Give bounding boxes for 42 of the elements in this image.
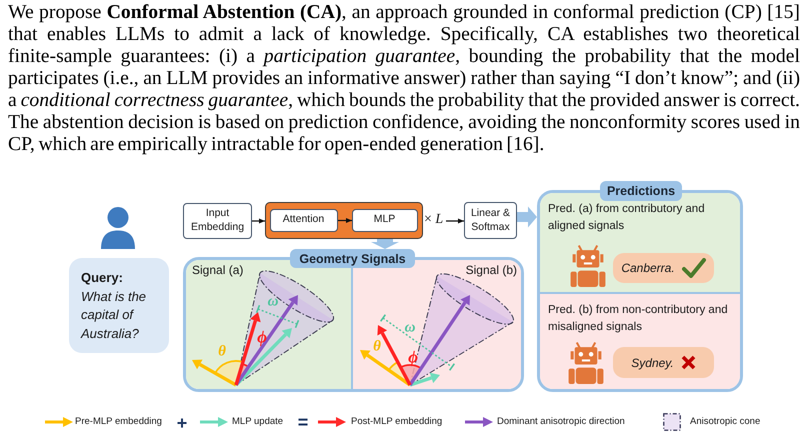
plus-sign: +	[176, 414, 188, 432]
block-label: Linear & Softmax	[470, 206, 512, 234]
card-heading: Query:	[81, 269, 124, 287]
section-title: Geometry Signals	[290, 249, 415, 268]
block-label: MLP	[374, 213, 396, 227]
legend-label: Pre-MLP embedding	[75, 416, 162, 428]
process-box	[270, 208, 338, 232]
section-title: Predictions	[600, 181, 682, 201]
repeat-label: × L	[424, 211, 444, 229]
answer-bubble	[613, 253, 714, 283]
equals-sign: =	[298, 413, 308, 431]
arrow	[252, 218, 265, 224]
panel-text: Pred. (a) from contributory and aligned signals	[548, 202, 706, 234]
block-label: Input Embedding	[190, 207, 246, 235]
legend-label: Post-MLP embedding	[351, 416, 442, 428]
legend-label: Anisotropic cone	[690, 416, 760, 428]
math-symbol: θ	[218, 344, 226, 360]
answer-text: Canberra.	[621, 261, 675, 275]
answer-text: Sydney.	[631, 356, 674, 370]
math-symbol: ϕ	[257, 328, 267, 346]
legend-label: MLP update	[232, 416, 284, 428]
paragraph: We propose Conformal Abstention (CA), an approach grounded in conformal prediction (CP) [15] that enables LLMs to admit a lack of knowledge. Specifically, CA establishes two theoretical finite-sample guarantees: (i) a participation guarantee, bounding the probability that the model participates (i.e., an LLM provides an informative answer) rather than saying “I don’t know”; and (ii) a conditional correctness guarantee, which bounds the probability that the provided answer is correct. The abstention decision is based on prediction confidence, avoiding the nonconformity scores used in CP, which are empirically intractable for open-ended generation [16].	[8, 1, 800, 155]
math-symbol: ω	[268, 294, 278, 310]
prediction-panel	[540, 294, 740, 389]
arrow	[446, 218, 464, 224]
block-arrow	[371, 239, 399, 249]
card-text: What is the capital of Australia?	[81, 288, 148, 342]
block-label: Attention	[282, 213, 324, 227]
panel-text: Pred. (b) from non-contributory and misaligned signals	[548, 303, 729, 335]
arrow	[338, 218, 352, 223]
query-card	[69, 258, 169, 353]
process-box	[464, 202, 517, 239]
legend-label: Dominant anisotropic direction	[497, 416, 625, 428]
math-symbol: θ	[373, 340, 381, 354]
panel-title: Signal (b)	[466, 263, 517, 277]
block-arrow	[517, 206, 537, 228]
math-symbol: ω	[404, 320, 416, 336]
answer-bubble	[613, 347, 714, 378]
process-box	[183, 203, 252, 239]
process-box	[352, 208, 418, 232]
panel-title: Signal (a)	[192, 263, 244, 277]
math-symbol: ϕ	[408, 348, 418, 366]
